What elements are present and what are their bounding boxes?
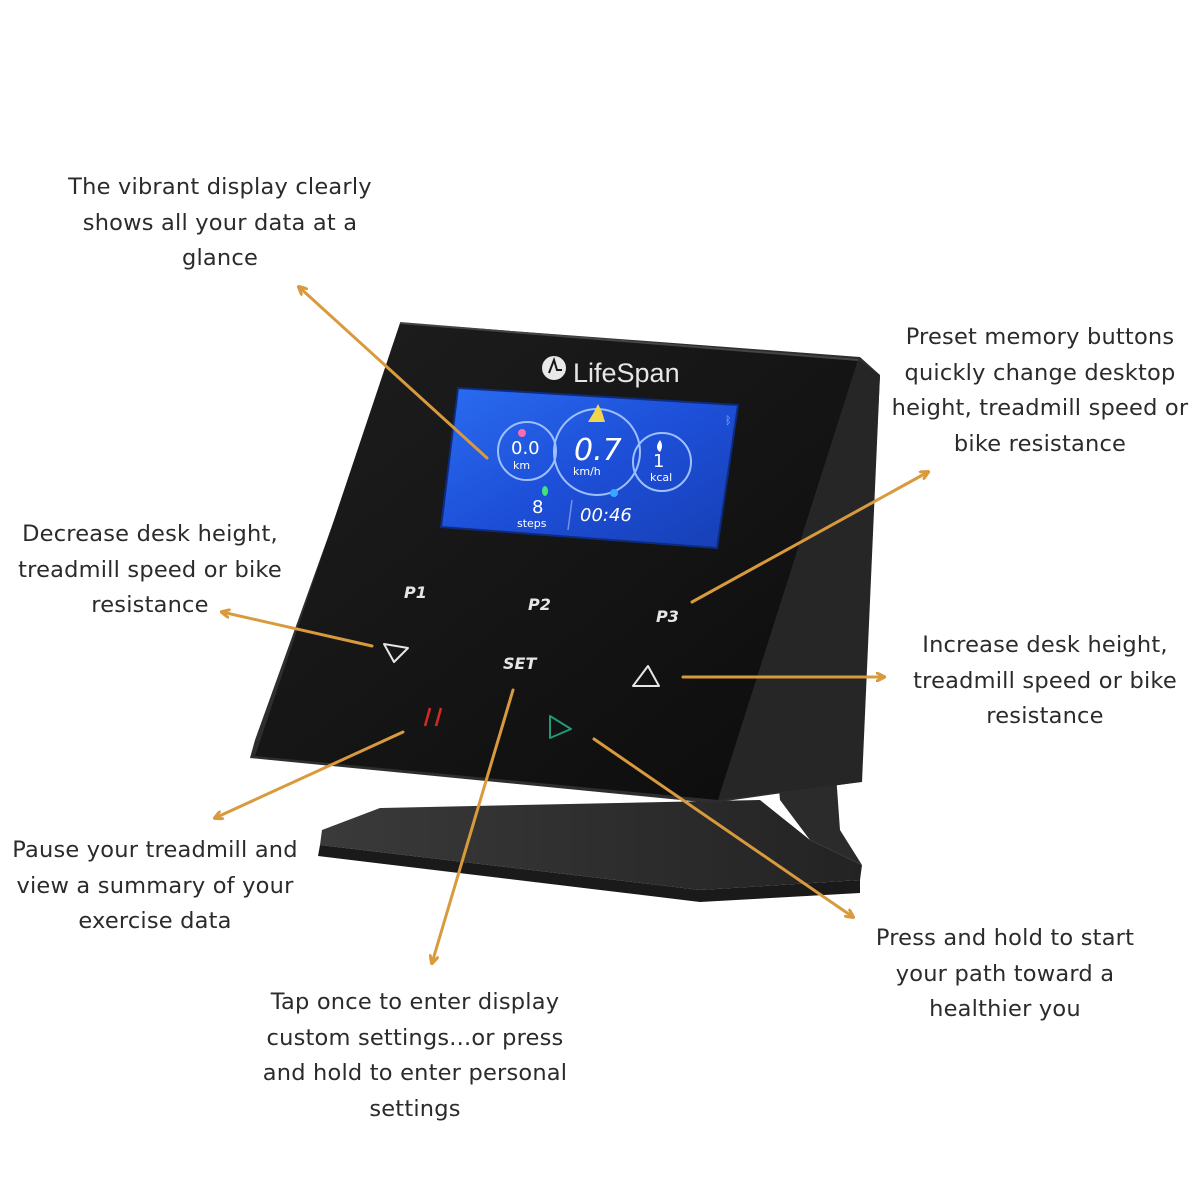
- arrow-display: [299, 287, 489, 460]
- callout-start: Press and hold to start your path toward…: [875, 925, 1135, 1022]
- arrow-set: [432, 688, 515, 963]
- callout-decrease: Decrease desk height, treadmill speed or…: [18, 521, 282, 618]
- speed-value: 0.7: [574, 433, 622, 468]
- brand-name: LifeSpan: [573, 358, 680, 388]
- set-button[interactable]: SET: [503, 654, 537, 673]
- lcd-screen: ᛒ 0.0 km 0.7 km/h 1 kcal 8 steps 00:46: [439, 386, 740, 550]
- steps-value: 8: [532, 497, 543, 518]
- arrow-start: [592, 737, 853, 917]
- flame-icon: [657, 440, 662, 452]
- callout-increase: Increase desk height, treadmill speed or…: [913, 632, 1177, 729]
- arrow-preset: [690, 472, 928, 604]
- time-value: 00:46: [580, 505, 632, 526]
- callout-preset-buttons: Preset memory buttons quickly change des…: [891, 324, 1189, 457]
- triangle-down-icon[interactable]: [383, 643, 409, 663]
- footprint-icon: [542, 486, 548, 496]
- triangle-up-icon[interactable]: [632, 665, 660, 687]
- callout-pause: Pause your treadmill and view a summary …: [12, 837, 298, 934]
- speed-unit: km/h: [573, 465, 601, 478]
- play-icon[interactable]: [549, 715, 572, 739]
- callout-display: The vibrant display clearly shows all yo…: [68, 174, 372, 271]
- callout-arrows: [215, 287, 928, 963]
- arrow-decrease: [222, 612, 374, 648]
- pause-icon[interactable]: [423, 707, 443, 727]
- clock-icon: [610, 489, 618, 497]
- distance-unit: km: [513, 459, 530, 472]
- preset-p1-button[interactable]: P1: [404, 583, 427, 602]
- bluetooth-icon: ᛒ: [725, 414, 732, 427]
- distance-value: 0.0: [511, 438, 540, 459]
- arrow-pause: [215, 730, 405, 818]
- calories-value: 1: [653, 451, 664, 472]
- walker-icon: [588, 404, 605, 422]
- steps-unit: steps: [517, 517, 547, 530]
- callout-set: Tap once to enter display custom setting…: [262, 989, 568, 1122]
- brand-logo: LifeSpan: [542, 356, 680, 388]
- calories-unit: kcal: [650, 471, 672, 484]
- location-pin-icon: [518, 429, 526, 437]
- preset-p3-button[interactable]: P3: [656, 607, 679, 626]
- preset-p2-button[interactable]: P2: [528, 595, 551, 614]
